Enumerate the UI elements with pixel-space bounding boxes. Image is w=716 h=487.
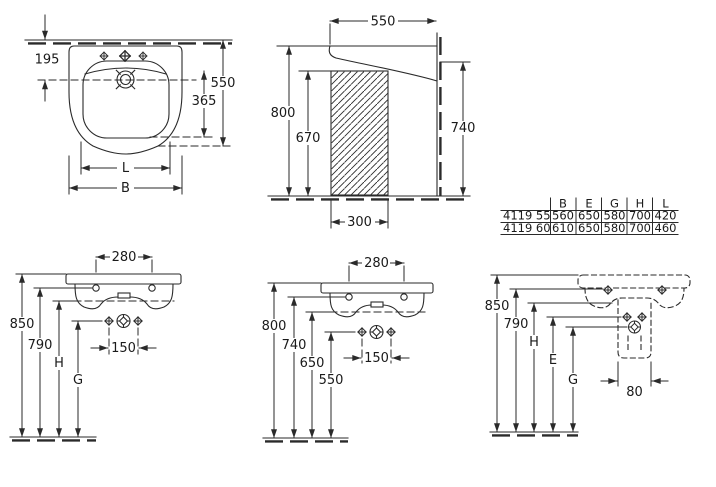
dimension-table: B E G H L 4119 55 560 650 580 700 420 41… xyxy=(500,197,679,235)
tap-hole-icon xyxy=(357,327,367,337)
dim-label-150: 150 xyxy=(111,341,136,356)
view-rear: 850 790 H E G 80 xyxy=(483,274,691,437)
tap-hole-icon xyxy=(628,320,641,334)
fixing-hole-icon xyxy=(657,285,667,295)
view-front-a: 280 150 850 790 H G xyxy=(8,250,182,442)
fixing-hole-icon xyxy=(345,293,353,301)
pedestal-shroud-hidden xyxy=(617,299,652,359)
overflow-slot xyxy=(117,292,131,299)
svg-text:460: 460 xyxy=(655,221,677,235)
dim-label-80: 80 xyxy=(626,385,643,400)
dim-label-790: 790 xyxy=(504,317,529,332)
dim-label-850: 850 xyxy=(10,317,35,332)
pedestal-clearance-area xyxy=(330,70,389,196)
basin-body-hidden xyxy=(584,287,685,309)
dim-label-H: H xyxy=(529,335,539,350)
dim-label-365: 365 xyxy=(192,94,217,109)
svg-text:650: 650 xyxy=(578,209,600,223)
dim-label-550: 550 xyxy=(211,76,236,91)
dim-label-H: H xyxy=(54,356,64,371)
dim-label-G: G xyxy=(568,373,578,388)
dim-label-550: 550 xyxy=(371,15,396,30)
svg-text:580: 580 xyxy=(604,221,626,235)
table-row: 4119 60 610 650 580 700 460 xyxy=(503,221,676,235)
table-header-L: L xyxy=(662,197,669,211)
svg-text:610: 610 xyxy=(552,221,574,235)
basin-profile-underside xyxy=(328,45,438,82)
table-header-G: G xyxy=(610,197,619,211)
dim-label-195: 195 xyxy=(35,53,60,68)
basin-rim xyxy=(65,273,182,285)
dim-label-740: 740 xyxy=(282,338,307,353)
bowl-back-edge xyxy=(84,67,167,75)
basin-rim xyxy=(320,282,434,294)
view-side: 550 800 670 740 300 xyxy=(267,14,478,230)
tap-hole-icon xyxy=(104,316,114,326)
dim-label-300: 300 xyxy=(347,215,372,230)
view-front-b: 280 150 800 740 650 550 xyxy=(260,256,434,443)
fixing-hole-icon xyxy=(400,293,408,301)
model-number: 4119 55 xyxy=(503,209,551,223)
fixing-hole-icon xyxy=(603,285,613,295)
dim-label-E: E xyxy=(549,353,557,368)
svg-text:560: 560 xyxy=(552,209,574,223)
model-number: 4119 60 xyxy=(503,221,551,235)
dim-label-B: B xyxy=(121,181,130,196)
dim-label-150: 150 xyxy=(364,351,389,366)
tap-hole-icon xyxy=(622,312,632,322)
dim-label-800: 800 xyxy=(271,106,296,121)
table-row: 4119 55 560 650 580 700 420 xyxy=(503,209,676,223)
dim-label-790: 790 xyxy=(28,338,53,353)
svg-text:420: 420 xyxy=(655,209,677,223)
svg-text:700: 700 xyxy=(629,209,651,223)
table-header-E: E xyxy=(585,197,592,211)
svg-text:580: 580 xyxy=(604,209,626,223)
dim-label-740: 740 xyxy=(451,121,476,136)
dim-label-800: 800 xyxy=(262,319,287,334)
dim-label-L: L xyxy=(122,161,130,176)
basin-rim-hidden xyxy=(577,274,691,289)
view-plan: 195 550 365 L B xyxy=(24,14,238,196)
dim-label-850: 850 xyxy=(485,299,510,314)
dim-label-670: 670 xyxy=(296,131,321,146)
svg-text:650: 650 xyxy=(578,221,600,235)
dim-label-280: 280 xyxy=(112,250,137,265)
overflow-slot xyxy=(370,301,384,308)
dim-label-G: G xyxy=(73,373,83,388)
fixing-hole-icon xyxy=(148,284,156,292)
table-header-H: H xyxy=(636,197,645,211)
tap-hole-icon xyxy=(369,324,384,340)
svg-text:700: 700 xyxy=(629,221,651,235)
tap-hole-icon xyxy=(133,316,143,326)
fixing-hole-icon xyxy=(92,284,100,292)
tap-hole-icon xyxy=(386,327,396,337)
table-header-B: B xyxy=(559,197,567,211)
tap-hole-icon xyxy=(116,313,131,329)
dim-label-280: 280 xyxy=(364,256,389,271)
dim-label-650: 650 xyxy=(300,356,325,371)
dim-label-550: 550 xyxy=(319,373,344,388)
tap-hole-icon xyxy=(637,312,647,322)
